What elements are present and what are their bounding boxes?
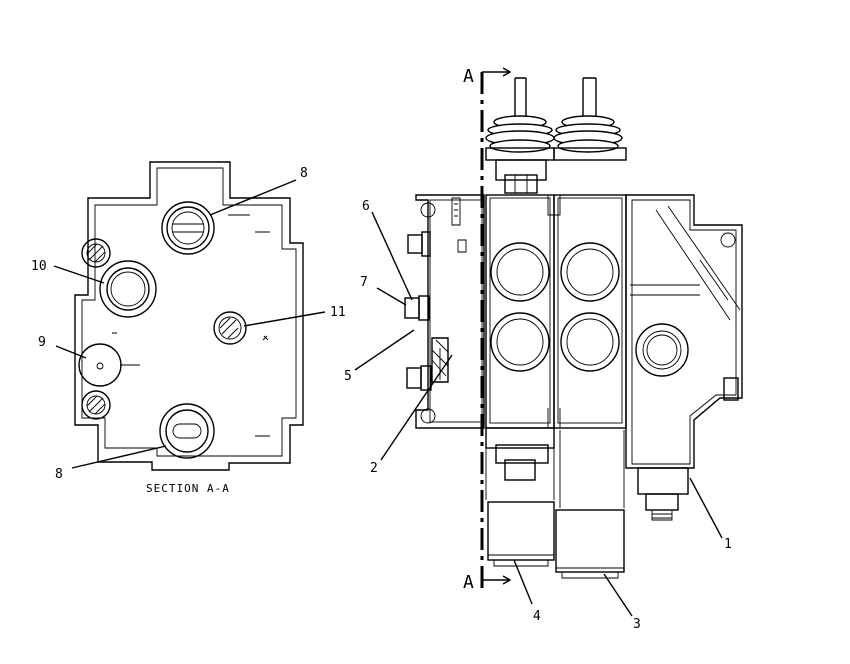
section-caption: SECTION A-A	[146, 482, 230, 495]
callout-1: 1	[724, 537, 732, 552]
section-outline	[74, 161, 304, 471]
callout-7: 7	[360, 275, 368, 290]
plug-lower	[81, 390, 111, 420]
section-inner-outline	[81, 167, 297, 457]
spool-cap-4	[487, 501, 555, 561]
callout-2: 2	[370, 461, 378, 476]
callout-4: 4	[533, 609, 541, 624]
boot-right	[553, 115, 623, 153]
callout-6: 6	[362, 199, 370, 214]
callout-9: 9	[38, 335, 46, 350]
upper-port	[161, 201, 215, 255]
valve-section-2	[553, 194, 627, 429]
valve-assembly	[404, 67, 743, 590]
callout-8-lower: 8	[55, 467, 63, 482]
spool-cap-3	[555, 509, 625, 573]
port-10	[99, 260, 157, 318]
section-marker-top: A	[463, 66, 474, 87]
callout-3: 3	[633, 617, 641, 632]
valve-section-1	[485, 194, 555, 429]
port-9	[78, 343, 122, 387]
callout-10: 10	[31, 259, 47, 274]
plug-upper	[81, 238, 111, 268]
lower-port	[159, 403, 215, 459]
boot-left	[485, 115, 555, 153]
section-view	[74, 161, 304, 471]
callout-8-upper: 8	[300, 166, 308, 181]
section-marker-bottom: A	[463, 572, 474, 593]
callout-11: 11	[330, 305, 346, 320]
port-11	[213, 311, 247, 345]
leader-lines	[53, 179, 723, 617]
inlet-cover	[415, 194, 485, 429]
callout-5: 5	[344, 369, 352, 384]
